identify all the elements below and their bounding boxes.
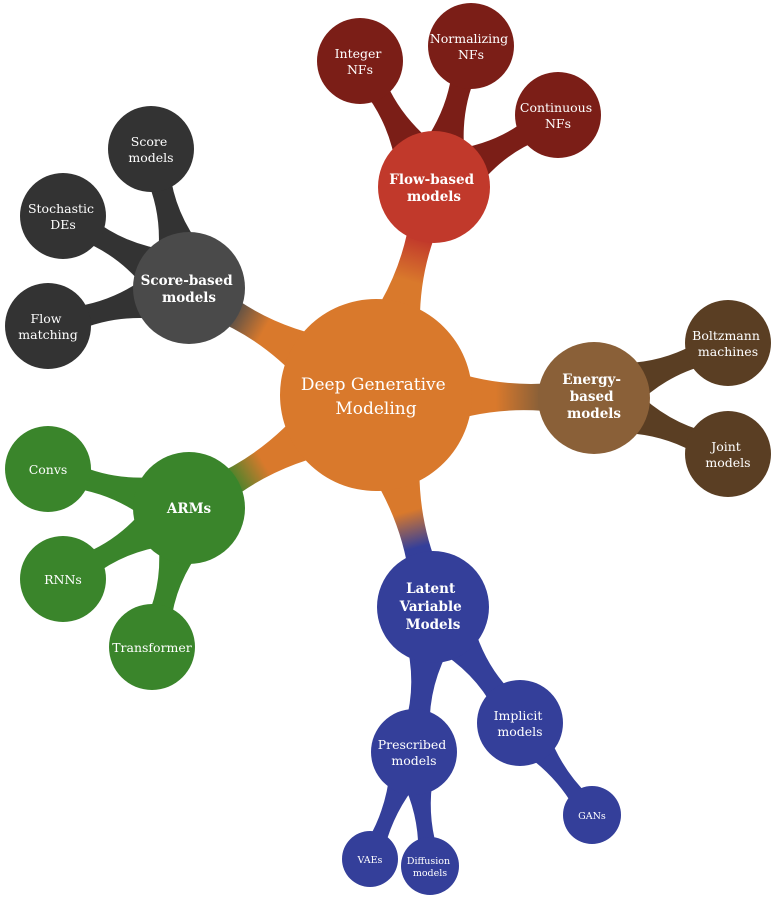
leaf-label-line: models <box>497 724 542 739</box>
energy-label-line: Energy- <box>562 372 621 388</box>
latent-label-line: Models <box>406 617 461 633</box>
latent-subleaf-gans-circle <box>563 786 621 844</box>
score-label: Score-based models <box>141 273 238 306</box>
latent-branch: Latent Variable Models Prescribed models… <box>342 551 621 895</box>
central-node: Deep Generative Modeling <box>280 299 472 491</box>
leaf-label-line: Integer <box>335 46 382 61</box>
flow-label-line: Flow-based <box>389 172 474 188</box>
leaf-label-line: DEs <box>50 217 76 232</box>
score-leaf-stochastic-circle <box>20 173 106 259</box>
arm-leaf-transformer-circle <box>109 604 195 690</box>
leaf-label-line: machines <box>698 344 758 359</box>
leaf-label-line: models <box>128 150 173 165</box>
leaf-label-line: Flow <box>31 311 62 326</box>
flow-branch: Flow-based models Integer NFs Normalizin… <box>317 3 601 243</box>
energy-leaf-joint-label: Joint models <box>705 439 750 470</box>
leaf-label-line: Continuous <box>520 100 592 115</box>
energy-label-line: models <box>567 406 621 422</box>
leaf-label-line: Joint <box>709 439 741 454</box>
energy-leaf-boltzmann-circle <box>685 300 771 386</box>
latent-label-line: Variable <box>399 599 462 615</box>
leaf-label-line: Transformer <box>112 640 192 655</box>
leaf-label-line: Prescribed <box>378 737 447 752</box>
leaf-label-line: Boltzmann <box>692 328 760 343</box>
latent-label: Latent Variable Models <box>399 581 467 633</box>
leaf-label-line: Normalizing <box>430 31 508 46</box>
arm-leaf-transformer-label: Transformer <box>112 640 192 655</box>
leaf-label-line: Implicit <box>494 708 543 723</box>
energy-label: Energy- based models <box>562 372 625 422</box>
energy-leaf-joint-circle <box>685 411 771 497</box>
leaf-label-line: matching <box>18 327 77 342</box>
flow-leaf-normalizing-circle <box>428 3 514 89</box>
arm-branch: ARMs Convs RNNs Transformer <box>5 426 245 690</box>
flow-leaf-continuous-circle <box>515 72 601 158</box>
score-leaf-score-models-circle <box>108 106 194 192</box>
leaf-label-line: models <box>705 455 750 470</box>
energy-circle <box>538 342 650 454</box>
latent-leaf-prescribed-label: Prescribed models <box>378 737 451 768</box>
energy-leaf-boltzmann-label: Boltzmann machines <box>692 328 764 359</box>
flow-label-line: models <box>407 189 461 205</box>
leaf-label-line: NFs <box>347 62 373 77</box>
latent-label-line: Latent <box>406 581 456 597</box>
leaf-label-line: RNNs <box>44 572 82 587</box>
leaf-label-line: NFs <box>545 116 571 131</box>
latent-subleaf-diffusion-circle <box>401 837 459 895</box>
central-label-line: Modeling <box>335 399 416 419</box>
flow-label: Flow-based models <box>389 172 478 205</box>
central-label: Deep Generative Modeling <box>301 375 451 419</box>
score-leaf-flow-matching-label: Flow matching <box>18 311 77 342</box>
central-circle <box>280 299 472 491</box>
arm-leaf-rnns-label: RNNs <box>44 572 82 587</box>
score-leaf-score-models-label: Score models <box>128 134 173 165</box>
latent-subleaf-diffusion-label: Diffusion models <box>407 856 453 879</box>
central-label-line: Deep Generative <box>301 375 446 395</box>
flow-leaf-continuous-label: Continuous NFs <box>520 100 596 131</box>
arm-leaf-convs-label: Convs <box>29 462 68 477</box>
latent-leaf-implicit-label: Implicit models <box>494 708 547 739</box>
arm-leaf-rnns-circle <box>20 536 106 622</box>
leaf-label-line: Convs <box>29 462 68 477</box>
leaf-label-line: models <box>391 753 436 768</box>
latent-leaf-implicit-circle <box>477 680 563 766</box>
score-leaf-stochastic-label: Stochastic DEs <box>28 201 98 232</box>
flow-circle <box>378 131 490 243</box>
latent-leaf-prescribed-circle <box>371 709 457 795</box>
arm-label: ARMs <box>166 501 212 517</box>
latent-subleaf-vaes-circle <box>342 831 398 887</box>
latent-subleaf-gans-label: GANs <box>578 811 606 822</box>
flow-leaf-normalizing-label: Normalizing NFs <box>430 31 512 62</box>
score-label-line: models <box>162 290 216 306</box>
latent-subleaf-vaes-label: VAEs <box>357 855 383 866</box>
score-circle <box>133 232 245 344</box>
arm-circle <box>133 452 245 564</box>
leaf-label-line: NFs <box>458 47 484 62</box>
subleaf-label-line: Diffusion <box>407 856 450 867</box>
score-label-line: Score-based <box>141 273 234 289</box>
leaf-label-line: Score <box>131 134 167 149</box>
leaf-label-line: Stochastic <box>28 201 94 216</box>
energy-label-line: based <box>570 389 614 405</box>
subleaf-label-line: VAEs <box>357 855 383 866</box>
arm-leaf-convs-circle <box>5 426 91 512</box>
flow-leaf-integer-label: Integer NFs <box>335 46 386 77</box>
latent-circle <box>377 551 489 663</box>
subleaf-label-line: models <box>413 868 447 879</box>
subleaf-label-line: GANs <box>578 811 606 822</box>
score-leaf-flow-matching-circle <box>5 283 91 369</box>
flow-leaf-integer-circle <box>317 18 403 104</box>
arm-label-line: ARMs <box>166 501 212 517</box>
energy-branch: Energy- based models Boltzmann machines … <box>538 300 771 497</box>
score-branch: Score-based models Score models Stochast… <box>5 106 245 369</box>
